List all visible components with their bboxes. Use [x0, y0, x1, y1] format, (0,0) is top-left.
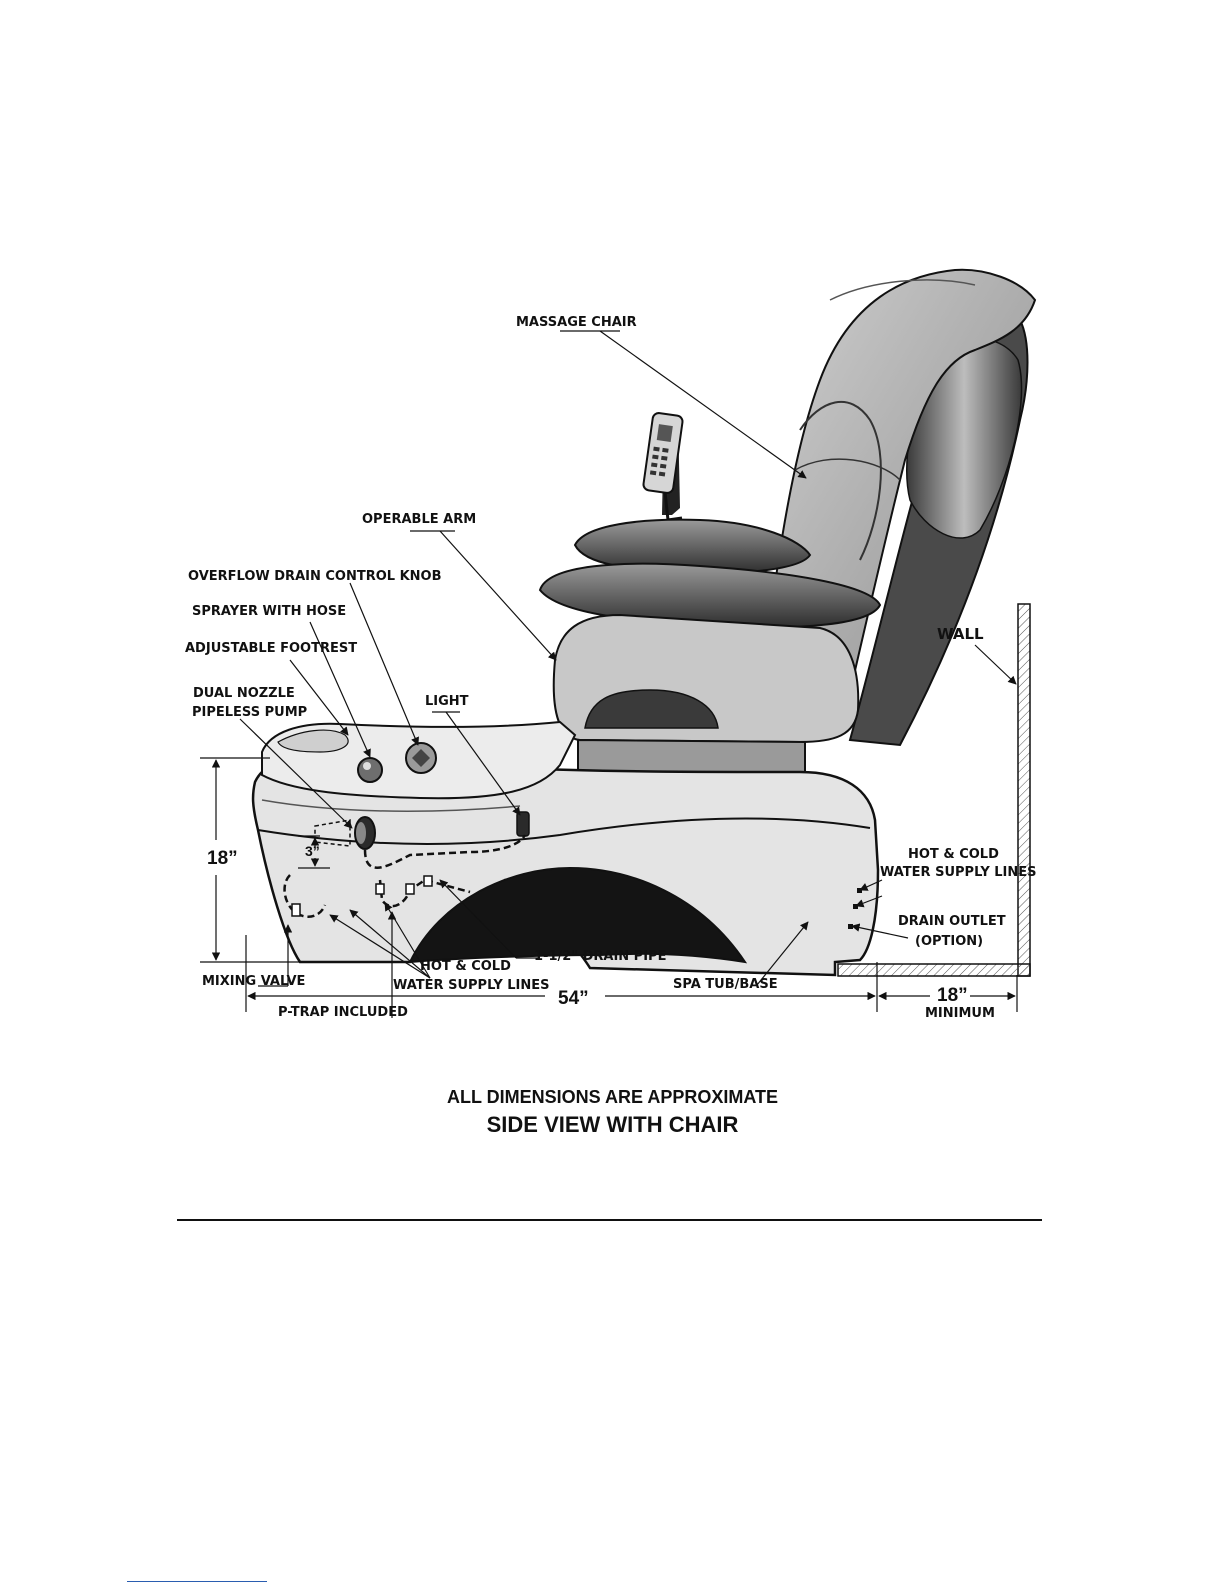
- caption-view-title: SIDE VIEW WITH CHAIR: [486, 1112, 739, 1137]
- label-spa-tub-base: SPA TUB/BASE: [673, 977, 778, 992]
- label-p-trap-included: P-TRAP INCLUDED: [278, 1005, 408, 1020]
- wall: [837, 603, 1031, 977]
- label-pipeless-pump: PIPELESS PUMP: [192, 705, 307, 720]
- dimension-wall-clearance-18: 18”: [937, 985, 968, 1006]
- light: [516, 811, 530, 837]
- label-hot-cold-right: HOT & COLD: [908, 847, 999, 862]
- label-light: LIGHT: [425, 694, 469, 709]
- label-minimum: MINIMUM: [925, 1006, 995, 1021]
- label-water-supply-lines-right: WATER SUPPLY LINES: [880, 865, 1037, 880]
- horizontal-rule: [177, 1219, 1042, 1221]
- label-hot-cold-bottom: HOT & COLD: [420, 959, 511, 974]
- leader-lines: [239, 330, 1017, 1018]
- label-sprayer-with-hose: SPRAYER WITH HOSE: [192, 604, 346, 619]
- label-operable-arm: OPERABLE ARM: [362, 512, 476, 527]
- plumbing-fittings: [291, 875, 433, 917]
- overflow-drain-knob: [405, 742, 437, 774]
- remote-control: [642, 412, 684, 522]
- label-mixing-valve: MIXING VALVE: [202, 974, 305, 989]
- caption-dimensions-note: ALL DIMENSIONS ARE APPROXIMATE: [446, 1087, 779, 1107]
- armrests: [538, 518, 882, 629]
- label-drain-outlet-option: (OPTION): [915, 934, 983, 949]
- label-dual-nozzle: DUAL NOZZLE: [193, 686, 295, 701]
- label-drain-outlet: DRAIN OUTLET: [898, 914, 1006, 929]
- dimension-lines: [200, 757, 1018, 1012]
- sprayer-with-hose: [357, 757, 383, 783]
- dimension-pump-offset-3: 3”: [305, 843, 320, 859]
- footnote-separator: [127, 1581, 267, 1582]
- label-water-supply-lines-bottom: WATER SUPPLY LINES: [393, 978, 550, 993]
- label-drain-pipe: 1-1/2" DRAIN PIPE: [534, 949, 666, 964]
- dimension-height-18: 18”: [207, 848, 238, 869]
- label-wall: WALL: [937, 625, 984, 643]
- pipeless-pump: [314, 816, 376, 850]
- dimension-length-54: 54”: [558, 988, 589, 1009]
- label-overflow-drain-control-knob: OVERFLOW DRAIN CONTROL KNOB: [188, 569, 442, 584]
- label-massage-chair: MASSAGE CHAIR: [516, 315, 637, 330]
- label-adjustable-footrest: ADJUSTABLE FOOTREST: [185, 641, 357, 656]
- chair-seat-base: [552, 613, 860, 792]
- spa-tub-base: [251, 753, 880, 977]
